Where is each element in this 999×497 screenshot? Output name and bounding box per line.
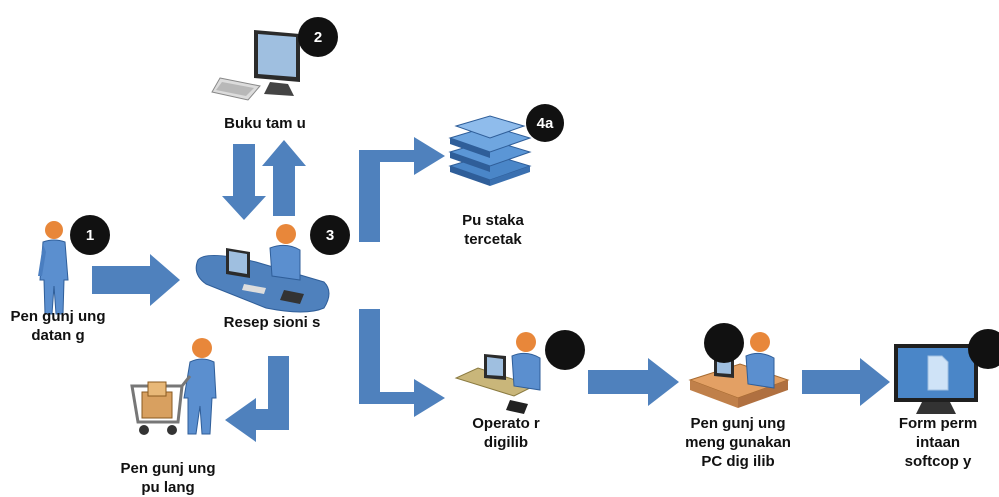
visitor-pc-icon	[688, 332, 790, 408]
receptionist-desk-icon	[195, 224, 330, 313]
label-request-form: Form perm intaan softcop y	[898, 415, 978, 470]
visitor-leave-icon	[130, 338, 217, 435]
label-receptionist: Resep sioni s	[223, 314, 321, 331]
monitor-document-icon	[894, 344, 978, 414]
arrow-pc-to-form	[802, 358, 890, 406]
arrow-reception-to-leave	[225, 356, 289, 442]
label-visitor-arrive: Pen gunj ung datan g	[10, 308, 106, 344]
badge-operator	[545, 330, 585, 370]
label-visitor-leave: Pen gunj ung pu lang	[120, 460, 216, 496]
computer-icon	[211, 30, 300, 101]
label-visitor-pc: Pen gunj ung meng gunakan PC dig ilib	[685, 415, 791, 470]
label-printed-library: Pu staka tercetak	[462, 212, 524, 248]
badge-receptionist: 3	[310, 215, 350, 255]
badge-request-form	[968, 329, 999, 369]
arrow-guestbook-down	[222, 144, 266, 220]
badge-printed-library: 4a	[526, 104, 564, 142]
arrow-reception-up	[262, 140, 306, 216]
operator-icon	[454, 332, 541, 414]
arrow-arrive-to-reception	[92, 254, 180, 306]
label-guestbook: Buku tam u	[224, 115, 306, 132]
book-stack-icon	[448, 115, 532, 186]
visitor-arrive-icon	[38, 221, 69, 315]
badge-guestbook: 2	[298, 17, 338, 57]
label-operator: Operato r digilib	[472, 415, 540, 451]
arrow-reception-to-library	[359, 137, 445, 242]
badge-visitor-pc	[704, 323, 744, 363]
arrow-operator-to-pc	[588, 358, 679, 406]
arrow-reception-to-operator	[359, 309, 445, 417]
badge-arrive: 1	[70, 215, 110, 255]
